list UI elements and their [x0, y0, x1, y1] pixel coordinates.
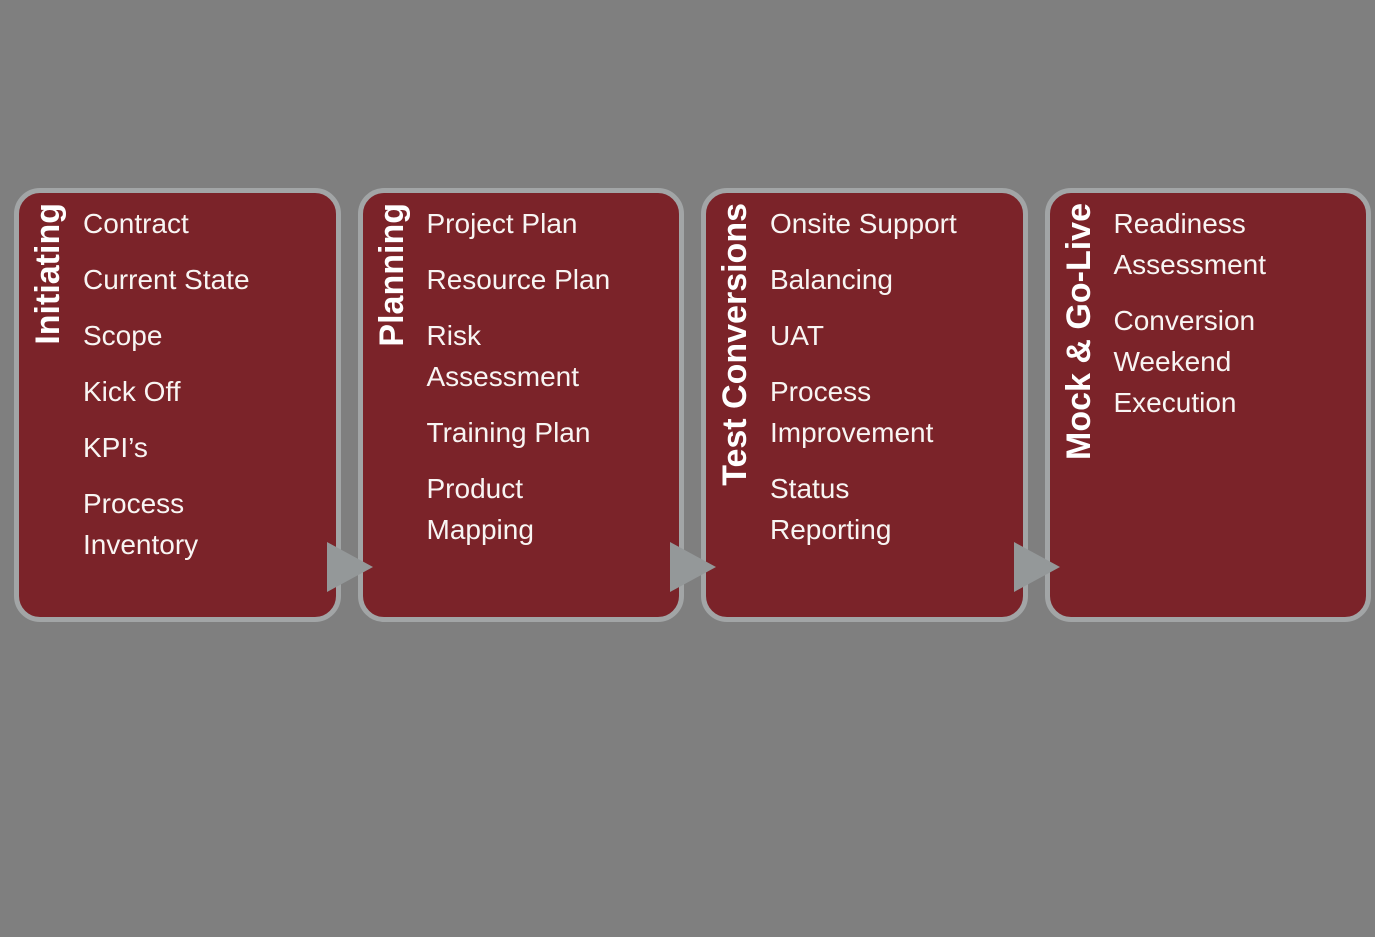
stage-item: Current State — [83, 264, 250, 295]
stage-item: Process Inventory — [83, 488, 199, 560]
stage-item: Risk Assessment — [426, 320, 580, 392]
right-arrow-icon — [1014, 542, 1060, 592]
stage-item: Conversion Weekend Execution — [1113, 305, 1256, 418]
stage-item: Resource Plan — [426, 264, 611, 295]
stage-item: Project Plan — [426, 208, 578, 239]
stage-planning: Planning Project Plan Resource Plan Risk… — [357, 188, 684, 622]
stage-title: Initiating — [29, 203, 67, 345]
stage-item: Onsite Support — [770, 208, 957, 239]
stage-item: Scope — [83, 320, 163, 351]
stage-item: Status Reporting — [770, 473, 892, 545]
stage-item: Readiness Assessment — [1113, 208, 1267, 280]
stage-item-list: Project Plan Resource Plan Risk Assessme… — [409, 203, 611, 565]
stage-item-list: Contract Current State Scope Kick Off KP… — [65, 203, 250, 580]
stage-item: KPI’s — [83, 432, 148, 463]
stage-title: Planning — [372, 203, 411, 347]
stage-item: Training Plan — [426, 417, 591, 448]
stage-test-conversions: Test Conversions Onsite Support Balancin… — [701, 188, 1028, 622]
process-flow: Initiating Contract Current State Scope … — [14, 188, 1371, 622]
stage-item: Process Improvement — [770, 376, 934, 448]
stage-mock-go-live: Mock & Go-Live Readiness Assessment Conv… — [1044, 188, 1371, 622]
stage-title: Mock & Go-Live — [1059, 203, 1098, 460]
stage-item-list: Onsite Support Balancing UAT Process Imp… — [752, 203, 957, 565]
right-arrow-icon — [327, 542, 373, 592]
stage-item-list: Readiness Assessment Conversion Weekend … — [1096, 203, 1267, 438]
stage-item: Contract — [83, 208, 189, 239]
stage-item: Product Mapping — [426, 473, 534, 545]
stage-title: Test Conversions — [716, 203, 754, 486]
stage-item: Balancing — [770, 264, 893, 295]
stage-initiating: Initiating Contract Current State Scope … — [14, 188, 341, 622]
stage-item: Kick Off — [83, 376, 181, 407]
stage-item: UAT — [770, 320, 824, 351]
right-arrow-icon — [670, 542, 716, 592]
